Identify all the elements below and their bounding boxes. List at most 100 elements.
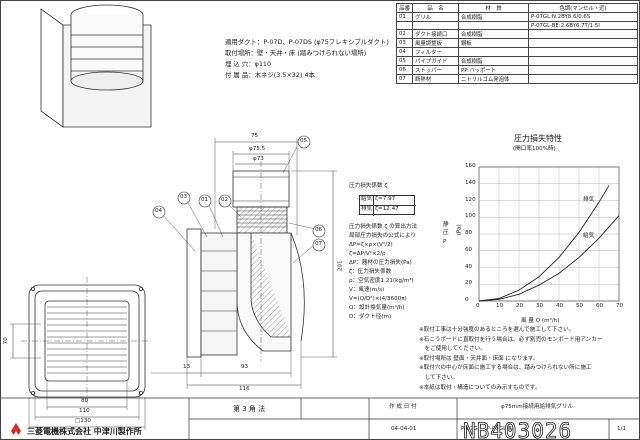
part-no: 01 (396, 12, 413, 22)
side-section-view (151, 135, 337, 389)
dim-75-5: φ75.5 (249, 146, 266, 152)
x-tick-label: 10 (496, 303, 504, 309)
part-color (528, 56, 638, 67)
parts-col-material: 材 質 (458, 3, 529, 13)
formula-line: ΔP=ζ×ρ×(V²/2) (349, 242, 393, 248)
model-number: P-07GL、P-07GL-BE (461, 426, 516, 432)
x-tick-label: 70 (616, 303, 624, 309)
formula-line: ΔP：器材の圧力損失(Pa) (349, 260, 412, 266)
part-color: P-07GL:N.2BY8.6/0.6S (528, 12, 638, 22)
spec-hole: 埋 込 穴：φ110 (225, 60, 272, 68)
part-material: PP ハッポート (458, 65, 529, 76)
dim-130: □130 (75, 418, 91, 424)
callout-05: 05 (300, 138, 308, 144)
part-no: 07 (396, 74, 413, 85)
spec-applicable-duct: 適用ダクト：P-07D、P-07DS (φ75フレキシブルダクト) (225, 38, 389, 46)
chart-series-layer (478, 185, 620, 302)
spec-accessory: 付 属 品：木ネジ(3.5×32) 4本 (225, 71, 315, 79)
spec-mounting: 取付場所：壁・天井・床 (踏みつけられない場所) (225, 49, 367, 57)
dim-80: 80 (81, 398, 89, 404)
series-line-0 (478, 185, 610, 302)
sheet-number: 1/1 (617, 426, 627, 432)
part-material: 鋼板 (458, 38, 529, 49)
chart-title: 圧力損失特性 (514, 134, 562, 143)
y-tick-label: 20 (465, 280, 473, 287)
series-label-1: 給気 (583, 233, 595, 240)
creation-date: 04-04-01 (391, 426, 417, 432)
part-color (528, 38, 638, 49)
series-label-0: 排気 (583, 197, 595, 204)
x-tick-label: 30 (536, 303, 544, 309)
dim-75: 75 (251, 133, 259, 139)
remark-line: をご使用してください。 (419, 346, 486, 353)
dim-116: 116 (239, 386, 250, 392)
parts-col-color: 色調(マンセル・近) (528, 3, 638, 13)
formula-line: 圧力損失係数 ζ の算出方法 (349, 224, 418, 230)
part-material: ニトリルゴム発泡体 (458, 74, 529, 85)
formula-line: ζ：圧力損失係数 (349, 269, 392, 275)
part-color (528, 29, 638, 40)
date-label: 作 成 日 付 (389, 404, 417, 410)
x-tick-label: 60 (596, 303, 604, 309)
formula-line: D：ダクト径(m) (349, 314, 392, 320)
part-name: 風量調整板 (412, 38, 459, 49)
y-tick-label: 100 (465, 213, 476, 220)
y-tick-label: 40 (465, 263, 473, 270)
formula-line: V=(Q/D²)×(4/3600π) (349, 296, 407, 302)
formula-line: ζ=ΔP/V²×2/ρ (349, 251, 386, 257)
part-color: P-07GL-BE:2.6BY6.7T/1.5I (528, 20, 638, 31)
dim-73: φ73 (253, 156, 264, 162)
company-name: 三菱電機株式会社 中津川製作所 (27, 427, 142, 436)
perspective-view (40, 4, 152, 128)
zeta-row1-value: ζ=7.97 (375, 196, 396, 202)
y-tick-label: 140 (465, 179, 476, 186)
product-name: φ75mm接続用給排気グリル (501, 404, 574, 410)
part-name: ダクト接続口 (412, 29, 459, 40)
y-tick-label: 120 (465, 196, 476, 203)
callout-02: 02 (221, 197, 229, 203)
chart-ylabel-unit: (Pa) (456, 224, 463, 236)
parts-col-name: 品 名 (412, 3, 459, 13)
part-name: 断熱材 (412, 74, 459, 85)
remark-line: ※石こうボードに直取付を行う場合は、必ず別売のモンボード用アンカー (419, 336, 603, 343)
x-tick-label: 40 (556, 303, 564, 309)
parts-col-no: 品番 (396, 3, 413, 13)
chart-xlabel: 風 量 Q (m³/h) (521, 318, 560, 324)
part-name (412, 20, 459, 31)
part-material: 合成樹脂 (458, 56, 529, 67)
y-tick-label: 60 (465, 246, 473, 253)
callout-04: 04 (155, 208, 163, 214)
y-tick-label: 80 (465, 230, 473, 236)
dim-93: 93 (241, 364, 249, 370)
chart-ylabel: 静圧P (443, 222, 449, 245)
projection-method: 第 3 角 法 (233, 405, 266, 413)
title-block-lines (1, 397, 640, 440)
drawing-number: NB403026 (463, 419, 573, 440)
formula-line: 局部圧力損失の公式により (349, 233, 417, 239)
part-color (528, 47, 638, 58)
remark-line: ※取付場所は 壁面・天井面・床面 になります。 (419, 355, 539, 362)
part-material: 合成樹脂 (458, 12, 529, 22)
front-view (10, 277, 153, 430)
x-tick-label: 20 (516, 303, 524, 309)
callout-01: 01 (201, 197, 209, 203)
callout-06: 06 (315, 227, 323, 233)
zeta-row1-label: 給気 (361, 196, 373, 202)
formula-line: V：風速(m/s) (349, 287, 385, 293)
zeta-row2-value: ζ=12.47 (375, 206, 399, 212)
part-name: フィルター (412, 47, 459, 58)
zeta-row2-label: 排気 (361, 206, 373, 212)
part-no: 03 (396, 38, 413, 49)
series-line-1 (478, 215, 620, 302)
x-tick-label: 50 (576, 303, 584, 309)
remark-line: ※取付工事は十分強度のあるところを選んで施工して下さい。 (419, 327, 575, 333)
